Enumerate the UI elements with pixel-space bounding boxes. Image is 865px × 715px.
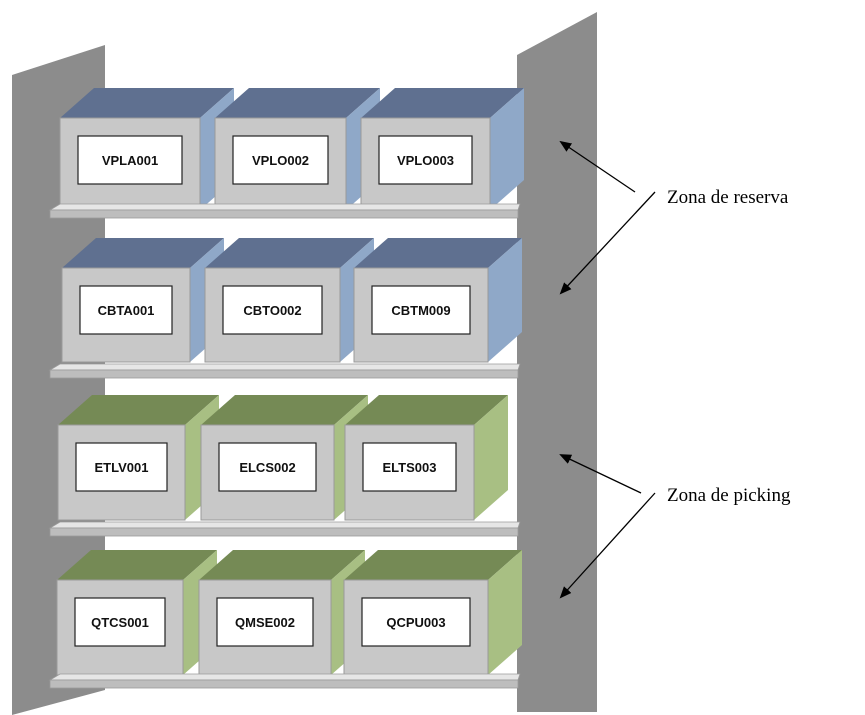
storage-box: QMSE002 bbox=[199, 550, 365, 675]
storage-box: ELTS003 bbox=[345, 395, 508, 520]
shelf-plank-front bbox=[50, 210, 518, 218]
box-code-label: QMSE002 bbox=[235, 615, 295, 630]
shelf-plank bbox=[50, 522, 520, 536]
shelf-4: QTCS001 QMSE002 QCPU003 bbox=[50, 550, 522, 688]
box-code-label: VPLO003 bbox=[397, 153, 454, 168]
storage-box: VPLO003 bbox=[361, 88, 524, 210]
storage-box: CBTA001 bbox=[62, 238, 224, 362]
shelf-1: VPLA001 VPLO002 VPLO003 bbox=[50, 88, 524, 218]
box-code-label: CBTM009 bbox=[391, 303, 450, 318]
box-code-label: VPLA001 bbox=[102, 153, 158, 168]
shelf-plank-top bbox=[50, 364, 520, 370]
shelf-plank bbox=[50, 364, 520, 378]
zone-reserva-label: Zona de reserva bbox=[667, 187, 789, 208]
box-code-label: ELCS002 bbox=[239, 460, 295, 475]
shelf-plank bbox=[50, 674, 520, 688]
box-code-label: CBTA001 bbox=[98, 303, 155, 318]
box-code-label: QCPU003 bbox=[386, 615, 445, 630]
storage-box: CBTO002 bbox=[205, 238, 374, 362]
shelf-plank-front bbox=[50, 528, 518, 536]
box-code-label: CBTO002 bbox=[243, 303, 301, 318]
shelf-3: ETLV001 ELCS002 ELTS003 bbox=[50, 395, 520, 536]
box-code-label: QTCS001 bbox=[91, 615, 149, 630]
storage-box: QCPU003 bbox=[344, 550, 522, 675]
storage-box: QTCS001 bbox=[57, 550, 217, 675]
storage-box: ELCS002 bbox=[201, 395, 368, 520]
rack-right-wall bbox=[517, 12, 597, 712]
storage-box: ETLV001 bbox=[58, 395, 219, 520]
shelf-2: CBTA001 CBTO002 CBTM009 bbox=[50, 238, 522, 378]
shelf-plank-front bbox=[50, 370, 518, 378]
shelf-plank-top bbox=[50, 674, 520, 680]
storage-box: VPLA001 bbox=[60, 88, 234, 210]
shelf-plank bbox=[50, 204, 520, 218]
box-code-label: ETLV001 bbox=[95, 460, 149, 475]
zone-picking-label: Zona de picking bbox=[667, 485, 791, 506]
box-code-label: VPLO002 bbox=[252, 153, 309, 168]
shelf-plank-top bbox=[50, 204, 520, 210]
shelf-plank-front bbox=[50, 680, 518, 688]
storage-box: CBTM009 bbox=[354, 238, 522, 362]
storage-box: VPLO002 bbox=[215, 88, 380, 210]
shelf-plank-top bbox=[50, 522, 520, 528]
box-code-label: ELTS003 bbox=[383, 460, 437, 475]
